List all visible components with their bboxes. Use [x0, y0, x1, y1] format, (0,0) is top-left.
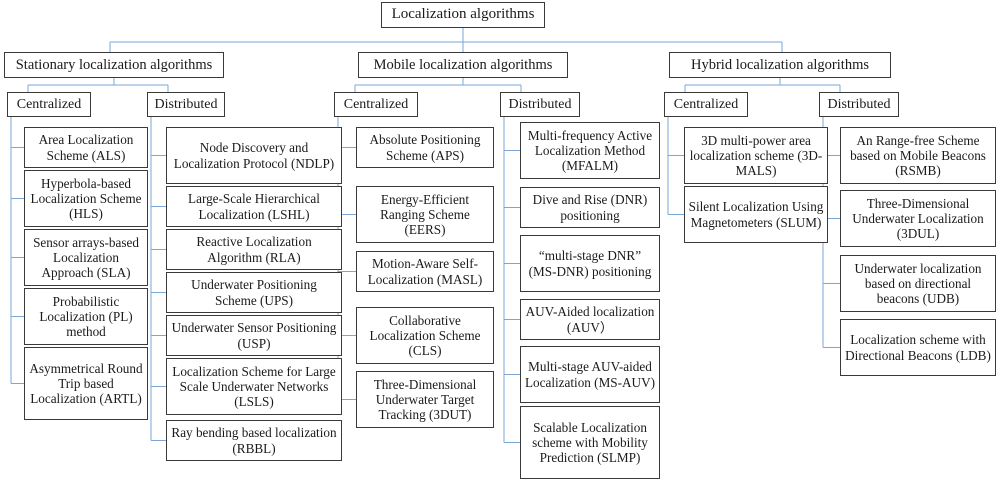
list-item-label: Scalable Localization scheme with Mobili…: [532, 419, 648, 466]
list-item-label: Ray bending based localization (RBBL): [171, 425, 337, 456]
list-item-label: Large-Scale Hierarchical Localization (L…: [188, 191, 320, 222]
list-item-label: Underwater Sensor Positioning (USP): [171, 320, 337, 351]
list-item[interactable]: Sensor arrays-based Localization Approac…: [24, 229, 148, 286]
list-item[interactable]: Underwater Sensor Positioning (USP): [166, 315, 342, 356]
list-item-label: Asymmetrical Round Trip based Localizati…: [29, 360, 143, 407]
list-item[interactable]: Energy-Efficient Ranging Scheme (EERS): [356, 186, 494, 243]
list-item-label: Multi-frequency Active Localization Meth…: [527, 127, 653, 174]
node-category-label: Centralized: [343, 96, 409, 112]
node-branch-stationary-label: Stationary localization algorithms: [15, 56, 213, 73]
list-item[interactable]: Probabilistic Localization (PL) method: [24, 288, 148, 345]
list-item[interactable]: Underwater localization based on directi…: [840, 255, 996, 312]
list-item[interactable]: Absolute Positioning Scheme (APS): [356, 127, 494, 168]
list-item-label: Localization Scheme for Large Scale Unde…: [172, 363, 336, 410]
list-item[interactable]: Dive and Rise (DNR) positioning: [520, 187, 660, 228]
node-category-label: Distributed: [154, 96, 218, 112]
list-item[interactable]: Reactive Localization Algorithm (RLA): [166, 229, 342, 270]
list-item[interactable]: Area Localization Scheme (ALS): [24, 127, 148, 168]
list-item[interactable]: Underwater Positioning Scheme (UPS): [166, 272, 342, 313]
list-item-label: An Range-free Scheme based on Mobile Bea…: [850, 132, 986, 179]
list-item-label: Reactive Localization Algorithm (RLA): [196, 234, 312, 265]
list-item[interactable]: Hyperbola-based Localization Scheme (HLS…: [24, 170, 148, 227]
list-item-label: Collaborative Localization Scheme (CLS): [369, 312, 481, 359]
list-item-label: Motion-Aware Self-Localization (MASL): [367, 256, 483, 287]
node-category-label: Centralized: [16, 96, 82, 112]
list-item-label: Localization scheme with Directional Bea…: [845, 332, 991, 363]
list-item-label: Underwater localization based on directi…: [854, 260, 982, 307]
node-category-stationary-centralized[interactable]: Centralized: [7, 92, 91, 117]
node-root[interactable]: Localization algorithms: [381, 2, 545, 28]
list-item[interactable]: Collaborative Localization Scheme (CLS): [356, 307, 494, 364]
node-branch-hybrid-label: Hybrid localization algorithms: [691, 56, 869, 73]
list-item[interactable]: Silent Localization Using Magnetometers …: [684, 186, 828, 243]
node-branch-mobile[interactable]: Mobile localization algorithms: [358, 52, 568, 78]
list-item[interactable]: Node Discovery and Localization Protocol…: [166, 127, 342, 184]
list-item[interactable]: Localization Scheme for Large Scale Unde…: [166, 358, 342, 415]
list-item[interactable]: 3D multi-power area localization scheme …: [684, 127, 828, 184]
list-item[interactable]: Three-Dimensional Underwater Target Trac…: [356, 371, 494, 428]
list-item[interactable]: Scalable Localization scheme with Mobili…: [520, 406, 660, 479]
list-item[interactable]: Ray bending based localization (RBBL): [166, 420, 342, 461]
list-item-label: Probabilistic Localization (PL) method: [39, 293, 133, 340]
node-category-mobile-centralized[interactable]: Centralized: [334, 92, 418, 117]
node-category-label: Distributed: [827, 96, 891, 112]
node-category-label: Centralized: [673, 96, 739, 112]
list-item[interactable]: “multi-stage DNR” (MS-DNR) positioning: [520, 235, 660, 292]
list-item[interactable]: Multi-stage AUV-aided Localization (MS-A…: [520, 346, 660, 403]
list-item[interactable]: An Range-free Scheme based on Mobile Bea…: [840, 127, 996, 184]
list-item-label: “multi-stage DNR” (MS-DNR) positioning: [528, 248, 652, 279]
list-item[interactable]: Three-Dimensional Underwater Localizatio…: [840, 190, 996, 247]
list-item-label: Hyperbola-based Localization Scheme (HLS…: [30, 175, 142, 222]
list-item-label: Dive and Rise (DNR) positioning: [532, 192, 648, 223]
list-item-label: Three-Dimensional Underwater Localizatio…: [852, 195, 984, 242]
list-item-label: Node Discovery and Localization Protocol…: [173, 140, 335, 171]
list-item[interactable]: AUV-Aided localization (AUV）: [520, 299, 660, 340]
node-branch-hybrid[interactable]: Hybrid localization algorithms: [669, 52, 891, 78]
list-item[interactable]: Asymmetrical Round Trip based Localizati…: [24, 347, 148, 420]
list-item[interactable]: Localization scheme with Directional Bea…: [840, 319, 996, 376]
list-item-label: Silent Localization Using Magnetometers …: [688, 199, 824, 230]
node-category-hybrid-distributed[interactable]: Distributed: [819, 92, 899, 117]
list-item-label: Three-Dimensional Underwater Target Trac…: [373, 376, 477, 423]
node-branch-stationary[interactable]: Stationary localization algorithms: [4, 52, 224, 78]
node-category-label: Distributed: [508, 96, 572, 112]
list-item-label: Sensor arrays-based Localization Approac…: [33, 234, 139, 281]
node-category-hybrid-centralized[interactable]: Centralized: [664, 92, 748, 117]
list-item[interactable]: Multi-frequency Active Localization Meth…: [520, 122, 660, 179]
node-root-label: Localization algorithms: [391, 6, 535, 23]
list-item-label: Multi-stage AUV-aided Localization (MS-A…: [524, 359, 655, 390]
list-item-label: Absolute Positioning Scheme (APS): [369, 132, 481, 163]
node-branch-mobile-label: Mobile localization algorithms: [373, 56, 553, 73]
node-category-mobile-distributed[interactable]: Distributed: [500, 92, 580, 117]
list-item[interactable]: Motion-Aware Self-Localization (MASL): [356, 251, 494, 292]
node-category-stationary-distributed[interactable]: Distributed: [147, 92, 225, 117]
list-item-label: 3D multi-power area localization scheme …: [689, 132, 823, 179]
list-item-label: Underwater Positioning Scheme (UPS): [191, 277, 317, 308]
list-item-label: Area Localization Scheme (ALS): [38, 132, 134, 163]
list-item[interactable]: Large-Scale Hierarchical Localization (L…: [166, 186, 342, 227]
list-item-label: AUV-Aided localization (AUV）: [525, 304, 655, 335]
list-item-label: Energy-Efficient Ranging Scheme (EERS): [380, 191, 470, 238]
